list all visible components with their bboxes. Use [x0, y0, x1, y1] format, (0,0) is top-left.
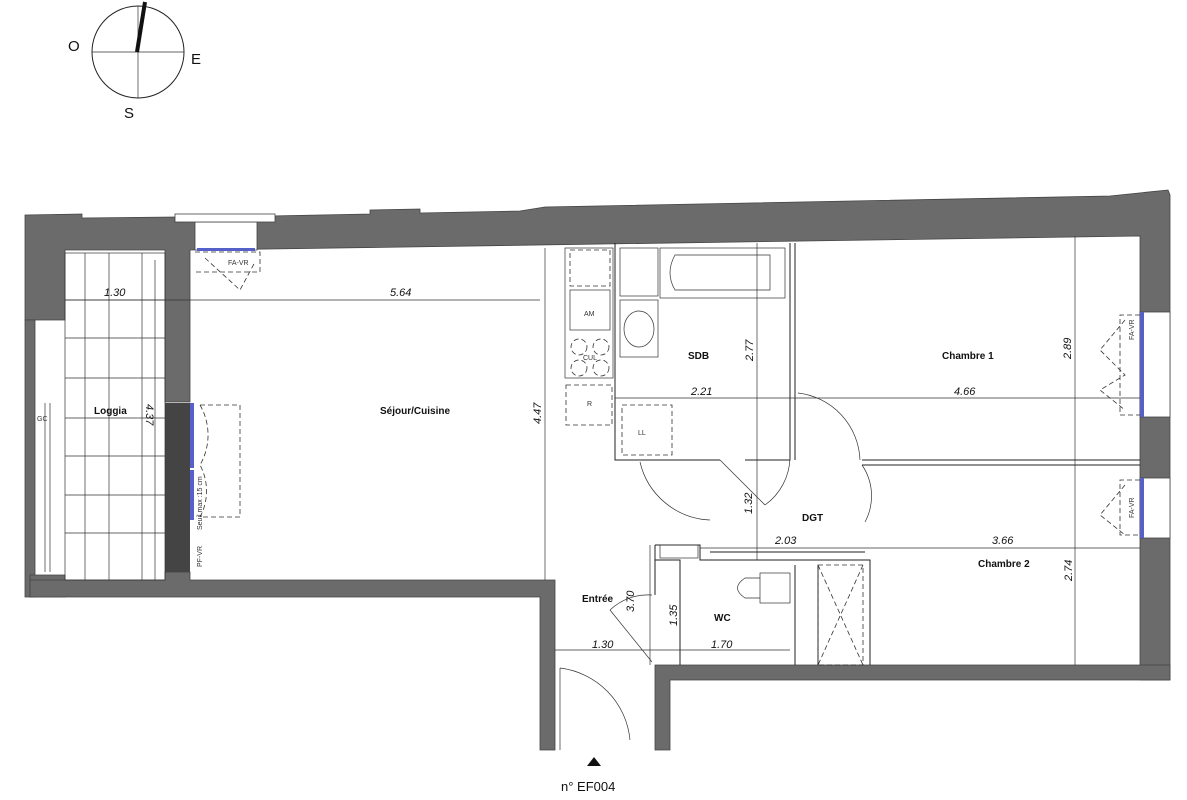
label-cul: CUL — [583, 355, 597, 362]
room-chambre-2: Chambre 2 — [978, 559, 1030, 570]
washing-machine-box — [621, 404, 673, 456]
compass-west: O — [68, 38, 80, 55]
hob-grid-icon — [569, 289, 611, 331]
room-sejour-cuisine: Séjour/Cuisine — [380, 406, 450, 417]
dim-loggia-width: 1.30 — [104, 287, 126, 299]
room-dgt: DGT — [802, 513, 823, 524]
room-entree: Entrée — [582, 594, 614, 605]
dim-chambre2-width: 3.66 — [992, 535, 1014, 547]
annotations: FA-VR FA-VR FA-VR GC CUL R LL AM PF-VR S… — [37, 260, 1136, 567]
dim-sejour-width: 5.64 — [390, 287, 411, 299]
dim-entree-length: 3.70 — [625, 590, 637, 612]
dim-entree-width: 1.30 — [592, 639, 614, 651]
label-fa-vr-sejour: FA-VR — [228, 260, 249, 267]
entrance-arrow-icon — [587, 757, 601, 766]
label-am: AM — [584, 311, 595, 318]
compass-east: E — [191, 51, 201, 68]
dim-chambre1-width: 4.66 — [954, 386, 976, 398]
dim-wc-width: 1.70 — [711, 639, 733, 651]
room-sdb: SDB — [688, 351, 709, 362]
dim-dgt-width: 2.03 — [774, 535, 797, 547]
fixtures — [564, 247, 791, 604]
dim-loggia-length: 4.37 — [143, 404, 155, 426]
dim-dgt-length: 1.32 — [743, 493, 755, 514]
partitions — [614, 243, 1140, 666]
bathtub-icon — [659, 247, 786, 299]
room-labels: Loggia Séjour/Cuisine SDB Chambre 1 DGT … — [94, 351, 1030, 624]
doors — [195, 251, 1140, 750]
dim-chambre1-length: 2.89 — [1062, 338, 1074, 360]
label-fa-vr-chambre1: FA-VR — [1129, 319, 1136, 340]
dimension-lines — [65, 236, 1140, 665]
room-chambre-1: Chambre 1 — [942, 351, 994, 362]
compass-south: S — [124, 105, 134, 122]
label-fa-vr-chambre2: FA-VR — [1129, 497, 1136, 518]
dim-sejour-length: 4.47 — [532, 402, 544, 424]
bath-shelf — [619, 247, 659, 297]
label-ll: LL — [638, 430, 646, 437]
label-threshold: Seuil max :15 cm — [197, 476, 204, 530]
dim-chambre2-length: 2.74 — [1063, 560, 1075, 582]
walls — [24, 189, 1171, 751]
lot-number: n° EF004 — [561, 779, 615, 794]
label-pf-vr: PF-VR — [197, 546, 204, 567]
dim-sdb-width: 2.21 — [690, 386, 712, 398]
dim-wc-length: 1.35 — [668, 604, 680, 626]
room-wc: WC — [714, 613, 731, 624]
kitchen-counter — [564, 247, 614, 379]
fridge-box — [565, 384, 613, 426]
washbasin-icon — [623, 310, 655, 348]
north-arrow-icon — [135, 1, 147, 53]
dimension-labels: 1.30 5.64 4.37 4.47 2.77 2.21 4.66 2.89 … — [104, 287, 1075, 651]
room-loggia: Loggia — [94, 406, 127, 417]
compass: O E S — [68, 1, 201, 122]
dim-sdb-length: 2.77 — [744, 339, 756, 362]
sink-icon — [569, 249, 611, 287]
toilet-icon — [737, 577, 760, 599]
label-gc: GC — [37, 416, 48, 423]
loggia-tiles — [44, 252, 166, 581]
label-fridge: R — [587, 401, 592, 408]
